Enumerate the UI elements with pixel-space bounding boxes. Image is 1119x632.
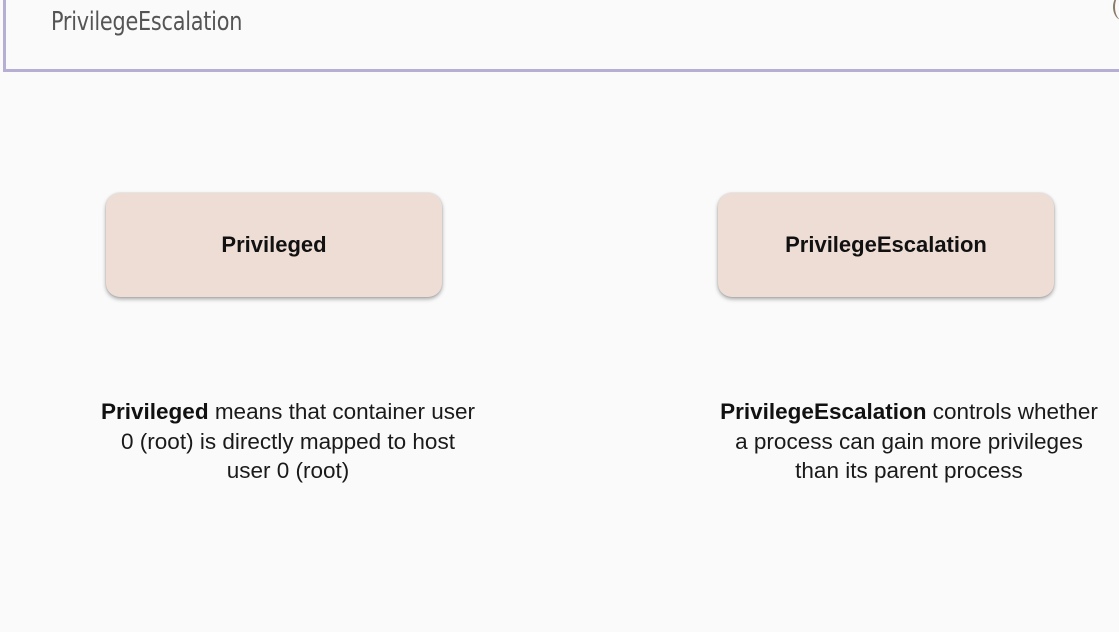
privilege-escalation-description-line-2: a process can gain more privileges	[735, 428, 1083, 454]
title-bar: PrivilegeEscalation	[3, 0, 1119, 72]
privileged-description: Privileged means that container user 0 (…	[78, 397, 498, 486]
privilege-escalation-card: PrivilegeEscalation	[718, 193, 1054, 297]
privilege-escalation-description-line-1: PrivilegeEscalation controls whether	[700, 397, 1118, 427]
privileged-description-line-1: Privileged means that container user	[78, 397, 498, 427]
privileged-card: Privileged	[106, 193, 442, 297]
privilege-escalation-description-line-1-text: controls whether	[926, 399, 1098, 424]
privileged-term: Privileged	[101, 399, 209, 424]
privilege-escalation-description: PrivilegeEscalation controls whether a p…	[700, 397, 1118, 486]
corner-decoration	[1113, 0, 1119, 20]
privileged-description-line-1-text: means that container user	[208, 399, 475, 424]
privilege-escalation-description-line-3: than its parent process	[795, 458, 1023, 483]
privilege-escalation-card-label: PrivilegeEscalation	[785, 232, 987, 257]
privilege-escalation-term: PrivilegeEscalation	[720, 399, 927, 424]
privileged-description-line-2: 0 (root) is directly mapped to host	[121, 428, 455, 454]
privileged-card-label: Privileged	[221, 232, 327, 257]
slide-title: PrivilegeEscalation	[51, 7, 243, 37]
privileged-description-line-3: user 0 (root)	[226, 458, 350, 483]
